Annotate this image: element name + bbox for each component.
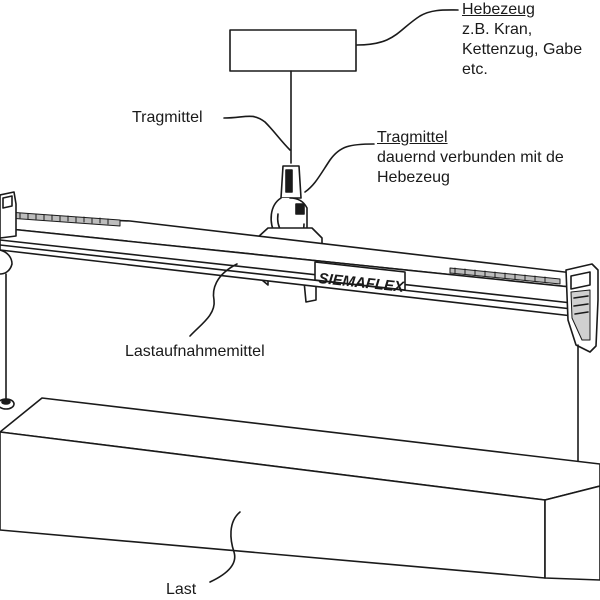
lastaufnahmemittel-label: Lastaufnahmemittel xyxy=(125,343,265,360)
hebezeug-label: Hebezeug z.B. Kran, Kettenzug, Gabe etc. xyxy=(462,0,582,80)
tragmittel-right-line1: dauernd verbunden mit de xyxy=(377,149,564,166)
tragmittel-right-title: Tragmittel xyxy=(377,129,448,146)
tragmittel-left-label: Tragmittel xyxy=(132,109,203,126)
hebezeug-title: Hebezeug xyxy=(462,1,535,18)
hoist-box xyxy=(229,29,357,72)
load-block xyxy=(0,397,600,581)
last-leader xyxy=(209,511,241,583)
tragmittel-right-line2: Hebezeug xyxy=(377,169,450,186)
hebezeug-line1: z.B. Kran, xyxy=(462,21,533,38)
left-end-clamp xyxy=(0,191,17,410)
tragmittel-left-leader xyxy=(223,115,291,151)
tragmittel-right-leader xyxy=(304,143,375,193)
hebezeug-line2: Kettenzug, Gabe xyxy=(462,41,583,58)
right-end-clamp xyxy=(565,263,599,481)
tragmittel-right-label: Tragmittel dauernd verbunden mit de Hebe… xyxy=(377,128,564,188)
lastaufnahmemittel-leader xyxy=(189,263,238,337)
last-label: Last xyxy=(166,581,197,598)
hebezeug-line3: etc. xyxy=(462,61,488,78)
hebezeug-leader xyxy=(356,9,459,46)
